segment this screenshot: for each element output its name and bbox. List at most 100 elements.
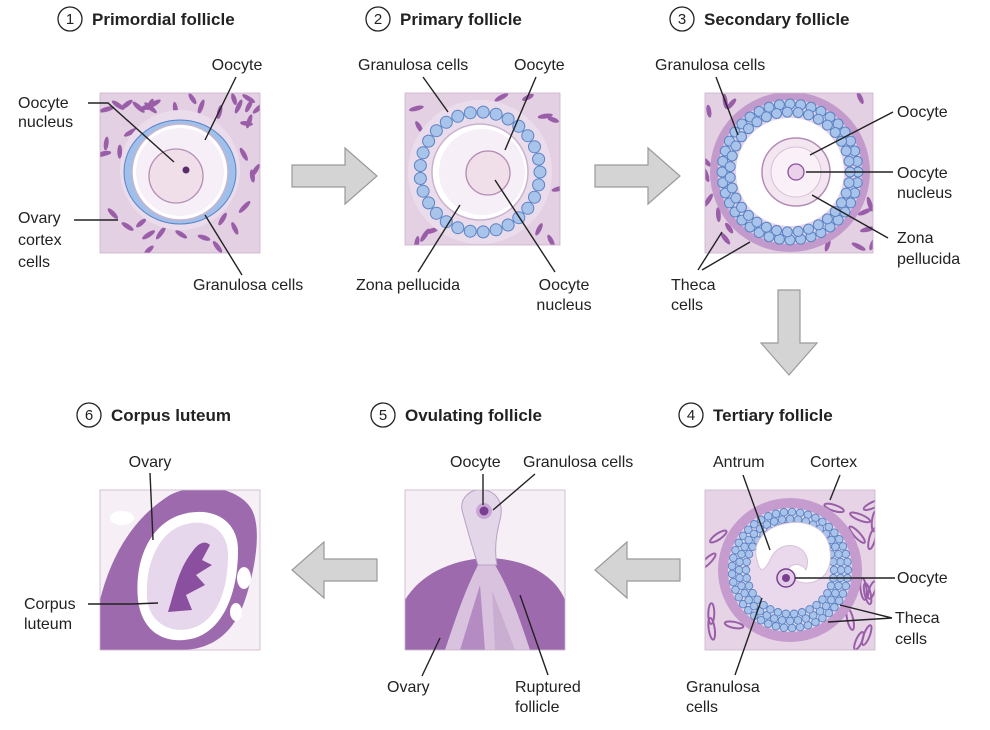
stage-6-labels: Ovary Corpus luteum <box>24 454 171 633</box>
granulosa-cell <box>771 509 781 518</box>
label-oocyte-nucleus-2: nucleus <box>536 297 591 314</box>
granulosa-cell <box>830 603 839 612</box>
tissue-cell <box>870 509 875 533</box>
stage-5-labels: Oocyte Granulosa cells Ovary Ruptured fo… <box>387 454 633 716</box>
tissue-cell <box>100 150 112 156</box>
label-theca-cells-2: cells <box>671 297 703 314</box>
granulosa-cell <box>727 561 737 571</box>
arrow-5-to-6 <box>291 540 378 600</box>
tertiary-follicle-illustration <box>705 490 875 650</box>
granulosa-cell <box>740 542 749 552</box>
tissue-cell <box>144 245 154 253</box>
stage-4-title: 4 Tertiary follicle <box>678 402 833 428</box>
granulosa-cell <box>829 565 839 575</box>
granulosa-cell <box>805 605 814 614</box>
tissue-cell <box>856 93 864 104</box>
secondary-follicle-illustration <box>705 93 873 253</box>
granulosa-cell <box>773 608 783 617</box>
granulosa-cell <box>771 108 783 119</box>
granulosa-cell <box>743 209 754 221</box>
granulosa-cell <box>769 517 779 526</box>
tissue-cell <box>705 156 712 167</box>
granulosa-cell <box>501 112 515 126</box>
tissue-cell <box>117 144 123 159</box>
granulosa-cell <box>843 177 855 189</box>
tissue-cell <box>857 208 872 216</box>
label-ruptured-follicle-2: follicle <box>515 699 560 716</box>
granulosa-cell <box>787 507 797 517</box>
granulosa-cell <box>840 187 852 199</box>
label-oocyte: Oocyte <box>450 454 501 471</box>
svg-text:1: 1 <box>66 11 74 28</box>
granulosa-cell <box>742 557 751 567</box>
granulosa-cell <box>749 601 759 611</box>
tissue-cell <box>231 222 239 235</box>
tissue-cell <box>142 230 156 240</box>
label-granulosa-cells: Granulosa cells <box>523 454 633 471</box>
granulosa-cell <box>736 131 747 143</box>
tissue-cell <box>238 201 251 213</box>
granulosa-cell <box>726 150 738 162</box>
tissue-cell <box>409 105 424 112</box>
granulosa-cell <box>744 535 753 545</box>
tissue-cell <box>726 98 737 110</box>
granulosa-cell <box>836 565 846 575</box>
tissue-cell <box>245 100 253 113</box>
granulosa-cell <box>836 197 847 209</box>
label-oocyte: Oocyte <box>897 570 948 587</box>
tissue-cell <box>231 93 237 105</box>
granulosa-cell <box>476 105 490 119</box>
granulosa-cell <box>831 588 840 598</box>
stage-3-title: 3 Secondary follicle <box>669 6 850 32</box>
granulosa-cell <box>734 565 744 575</box>
granulosa-cell <box>834 549 843 559</box>
granulosa-cell <box>489 107 503 121</box>
granulosa-cell <box>730 192 742 204</box>
granulosa-cell <box>716 166 728 178</box>
granulosa-cell <box>729 577 738 587</box>
granulosa-cell <box>724 161 736 173</box>
granulosa-cell <box>771 622 781 631</box>
svg-text:6: 6 <box>85 407 93 424</box>
arrow-2-to-3 <box>594 146 681 206</box>
granulosa-cell <box>749 529 759 539</box>
label-antrum: Antrum <box>713 454 765 471</box>
granulosa-cell <box>463 106 477 120</box>
label-granulosa-cells: Granulosa cells <box>193 277 303 294</box>
tissue-cell <box>720 232 731 245</box>
granulosa-cell <box>734 592 744 602</box>
granulosa-cell <box>422 134 436 148</box>
granulosa-cell <box>827 595 836 605</box>
granulosa-cell <box>779 623 789 632</box>
stage-1-labels: Oocyte Oocyte nucleus Ovary cortex cells… <box>18 57 303 294</box>
label-granulosa-cells: Granulosa cells <box>655 57 765 74</box>
granulosa-cell <box>724 171 736 183</box>
tissue-cell <box>212 241 223 253</box>
granulosa-cell <box>463 224 477 238</box>
granulosa-cell <box>753 105 765 117</box>
label-ovary: Ovary <box>129 454 172 471</box>
tissue-cell <box>849 511 872 524</box>
tissue-cell <box>250 164 260 177</box>
granulosa-cell <box>740 588 749 598</box>
granulosa-cell <box>781 226 793 238</box>
granulosa-cell <box>834 581 843 591</box>
leader-lines <box>74 76 895 677</box>
svg-text:Tertiary follicle: Tertiary follicle <box>713 406 833 425</box>
granulosa-cell <box>843 155 855 167</box>
label-oocyte: Oocyte <box>897 104 948 121</box>
tissue-cell <box>188 93 197 105</box>
tissue-cell <box>705 167 710 183</box>
granulosa-cell <box>824 608 834 618</box>
label-ovary: Ovary <box>387 679 430 696</box>
arrow-3-to-4 <box>759 289 819 376</box>
granulosa-cell <box>836 557 845 567</box>
label-zona-pellucida-2: pellucida <box>897 251 960 268</box>
tissue-cell <box>111 100 125 110</box>
granulosa-cell <box>764 511 773 521</box>
label-oocyte-nucleus-2: nucleus <box>18 114 73 131</box>
granulosa-cell <box>729 553 738 563</box>
label-oocyte: Oocyte <box>212 57 263 74</box>
tissue-cell <box>823 502 845 514</box>
granulosa-cell <box>416 146 430 160</box>
